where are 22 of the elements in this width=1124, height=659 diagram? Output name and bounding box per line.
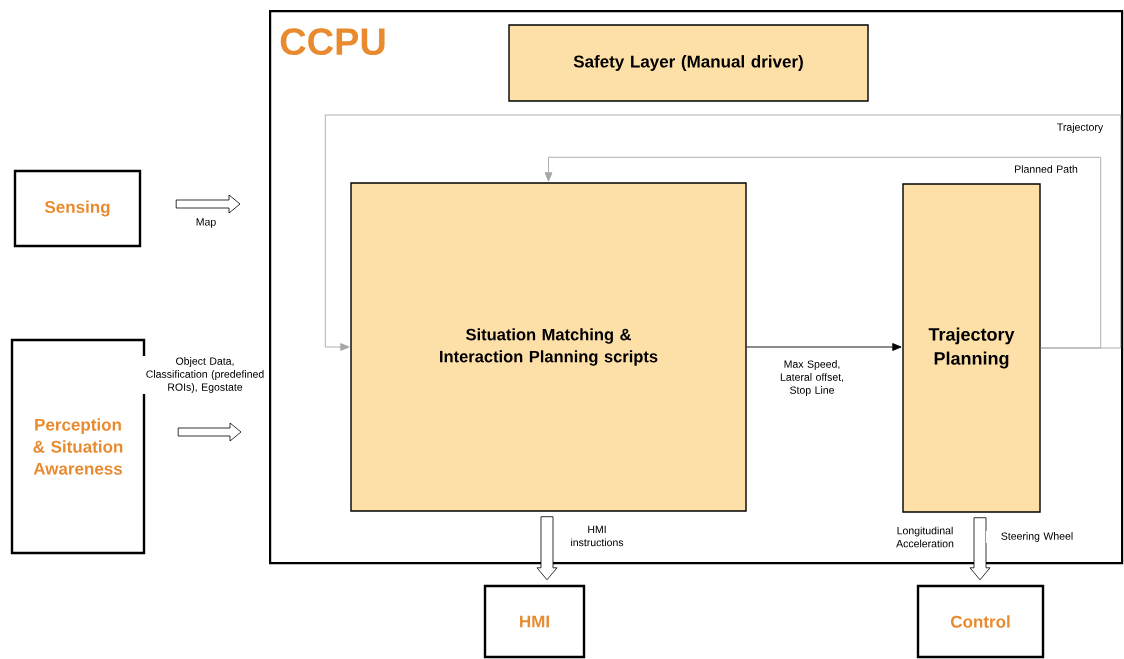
arrow xyxy=(544,156,1102,349)
edge-label: HMI instructions xyxy=(571,525,624,547)
edge-label: Map xyxy=(196,218,216,228)
edge-label: Trajectory xyxy=(1057,123,1104,133)
edge-label: Planned Path xyxy=(1015,165,1078,173)
process-box: Safety Layer (Manual driver) xyxy=(508,24,869,102)
edge-label: Max Speed, Lateral offset, Stop Line xyxy=(780,360,844,396)
block-arrow xyxy=(177,422,242,442)
module-box: HMI xyxy=(483,584,586,659)
block-arrow xyxy=(175,194,241,214)
edge-label: Object Data, Classification (predefined ROIs), Egostate xyxy=(146,357,264,393)
process-box: Situation Matching & Interaction Planning scripts xyxy=(350,182,747,512)
block-arrow xyxy=(536,516,558,581)
module-box: Sensing xyxy=(13,169,142,248)
block-arrow xyxy=(969,517,991,581)
process-box: Trajectory Planning xyxy=(902,183,1041,513)
arrow xyxy=(324,114,1122,351)
edge-label: Steering Wheel xyxy=(1001,532,1073,542)
signal-label: Longitudinal Acceleration xyxy=(896,526,954,548)
module-box: Control xyxy=(916,584,1045,659)
arrow xyxy=(746,343,902,351)
module-box: Perception & Situation Awareness xyxy=(10,338,146,555)
